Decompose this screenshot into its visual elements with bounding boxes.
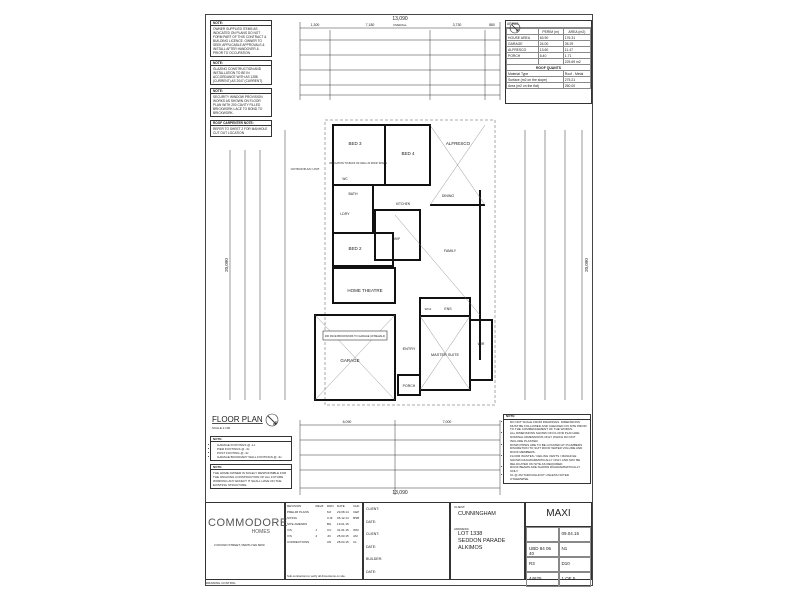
bottom-left-notes: NOTE: GARAGE FOOTINGS @ -1cPIER FOOTINGS… (210, 436, 292, 489)
table-row: Area (m2 on the flat)260.00 (506, 82, 592, 89)
owner-supplied-note: NOTE: OWNER SUPPLIED ITEMS AS INDICATED … (210, 20, 272, 57)
note-title: NOTE: (211, 89, 271, 94)
left-notes: NOTE: OWNER SUPPLIED ITEMS AS INDICATED … (210, 20, 272, 137)
company-logo: COMMODORE (208, 517, 288, 529)
sheet-number: 1 OF 5 (558, 572, 591, 587)
job-number: 44625 (526, 572, 559, 587)
note-text: REFER TO SHEET 2 FOR MANHOLE CUT OUT LOC… (213, 127, 268, 135)
design-block: MAXI 09.04.15 UBD 84 06 40 N1 R3 D10 446… (525, 502, 592, 587)
company-logo-block: COMMODORE HOMES 2 ROUND STREET, PERTH WA… (205, 502, 288, 580)
security-note: NOTE: SECURITY WINDOW PROVISION WORKS AS… (210, 88, 272, 117)
drawing-sheet (205, 14, 593, 586)
subcontractor-note: Sub-contractors to verify all dimensions… (287, 574, 346, 578)
general-notes: NOTE: DO NOT SCALE FROM DRAWINGS. DIMENS… (503, 414, 591, 484)
general-notes-wrap: NOTE: DO NOT SCALE FROM DRAWINGS. DIMENS… (503, 414, 591, 484)
footer-text: DRAWING CONTROL (206, 581, 236, 585)
note-text: SECURITY WINDOW PROVISION WORKS AS SHOWN… (213, 95, 263, 115)
note-title: NOTE: (211, 21, 271, 26)
drawing-date: 09.04.15 (558, 527, 591, 542)
glazing-note: NOTE: GLAZING CONSTRUCTION AND INSTALLAT… (210, 60, 272, 85)
areas-title: AREAS: (506, 21, 591, 28)
design-name: MAXI (546, 508, 571, 519)
footing-notes: NOTE: GARAGE FOOTINGS @ -1cPIER FOOTINGS… (210, 436, 292, 461)
roof-carpenter-note: ROOF CARPENTER NOTE: REFER TO SHEET 2 FO… (210, 120, 272, 137)
note-text: GLAZING CONSTRUCTION AND INSTALLATION TO… (213, 67, 264, 83)
note-title: ROOF CARPENTER NOTE: (211, 121, 271, 126)
note-text: OWNER SUPPLIED ITEMS AS INDICATED ON PLA… (213, 27, 267, 55)
client-name: CUNNINGHAM (458, 511, 496, 517)
note-title: NOTE: (211, 61, 271, 66)
company-address: 2 ROUND STREET, PERTH WA 6000 (214, 543, 265, 547)
owner-responsibility-note: NOTE: THE HOME OWNER IS SOLELY RESPONSIB… (210, 464, 292, 489)
client-signoff: CLIENT:DATE: CLIENT:DATE: BUILDER:DATE: (363, 502, 450, 580)
